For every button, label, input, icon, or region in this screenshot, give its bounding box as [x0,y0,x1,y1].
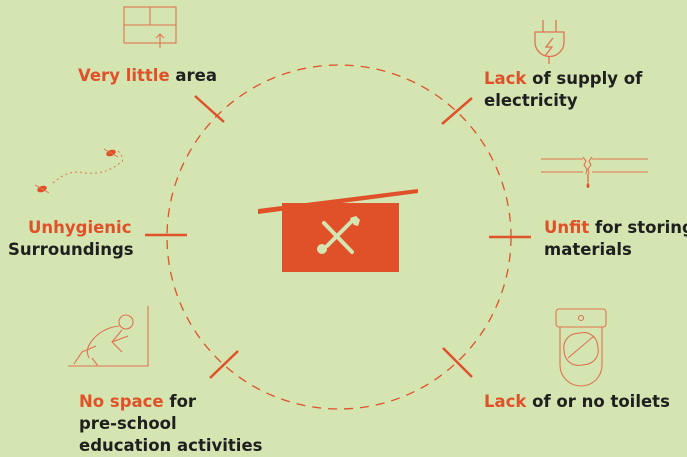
label-lack-of-toilets: Lack of or no toilets [484,391,670,413]
label-rest: of or no toilets [526,392,670,411]
tools-wrench-screwdriver-icon [322,219,354,254]
center-house [258,189,418,272]
label-line2: materials [544,240,632,259]
label-lack-of-electricity: Lack of supply of electricity [484,68,642,112]
label-rest: for [163,392,197,411]
label-highlight: Very little [78,66,170,85]
label-line2: pre-school [79,414,177,433]
label-unfit-for-storing: Unfit for storing materials [544,217,687,261]
label-highlight: Unhygienic [28,218,132,237]
tick-bottom-right [442,347,473,378]
cramped-person-icon [68,306,149,367]
label-highlight: Unfit [544,218,590,237]
label-highlight: No space [79,392,164,411]
toilet-icon [555,308,607,387]
tick-top-right [441,97,473,125]
label-rest: for storing [589,218,687,237]
tick-bottom-left [209,350,239,379]
label-rest: area [169,66,217,85]
label-rest: of supply of [526,69,643,88]
label-unhygienic-surroundings: Unhygienic Surroundings [8,217,134,261]
label-no-space-preschool: No space for pre-school education activi… [79,391,262,457]
label-very-little-area: Very little area [78,65,217,87]
tick-top-left [194,95,225,123]
label-line3: education activities [79,436,263,455]
leaking-pipe-icon [541,156,648,188]
label-highlight: Lack [484,69,527,88]
label-line2: electricity [484,91,578,110]
window-icon [123,6,177,48]
label-highlight: Lack [484,392,527,411]
flies-icon [34,148,123,194]
plug-icon [534,20,565,64]
label-line2: Surroundings [8,240,134,259]
